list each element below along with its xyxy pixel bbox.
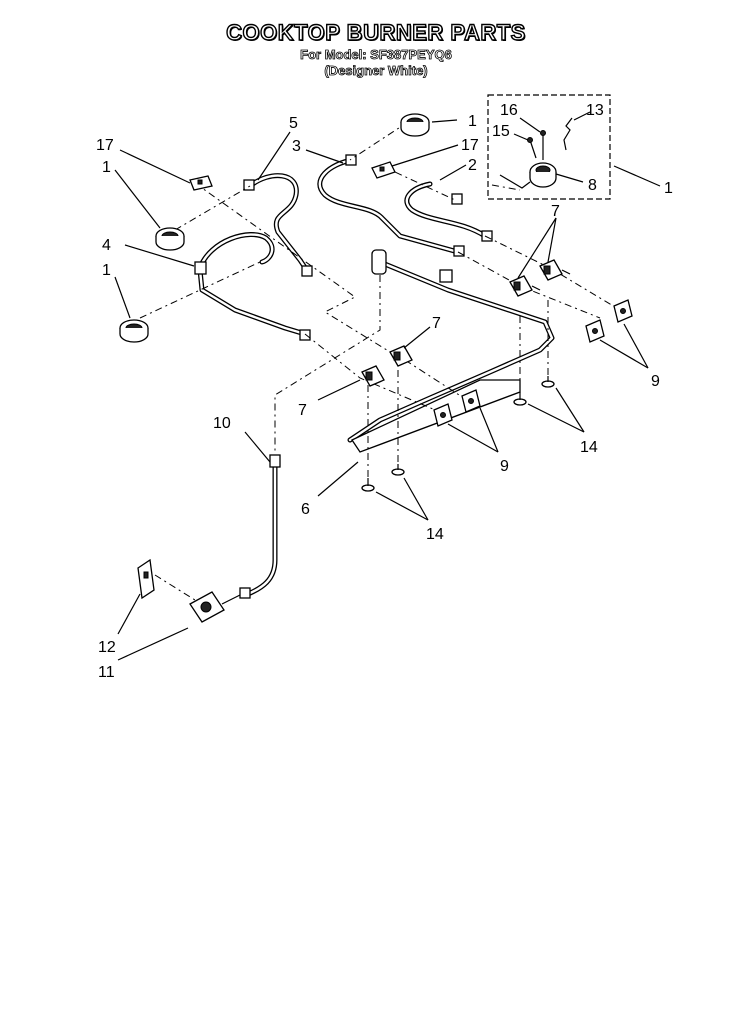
callout-1-c: 1 <box>468 113 477 130</box>
burner-left-bottom <box>119 319 149 343</box>
callout-2: 2 <box>468 157 477 174</box>
callout-6: 6 <box>301 501 310 518</box>
callout-5: 5 <box>289 115 298 132</box>
callout-7-a: 7 <box>551 203 560 220</box>
callout-15: 15 <box>492 123 510 140</box>
valve-7d <box>361 365 385 387</box>
tube-2 <box>404 181 493 242</box>
clip-9d <box>433 403 453 427</box>
callout-16: 16 <box>500 102 518 119</box>
callout-13: 13 <box>586 102 604 119</box>
callout-7-b: 7 <box>432 315 441 332</box>
clip-9c <box>461 389 481 413</box>
valve-11 <box>189 591 241 623</box>
tube-5 <box>243 173 313 277</box>
callout-14-a: 14 <box>580 439 598 456</box>
screws-14 <box>361 376 555 492</box>
callout-9-a: 9 <box>651 373 660 390</box>
clip-9b <box>585 319 605 343</box>
callout-3: 3 <box>292 138 301 155</box>
detail-box <box>487 94 611 200</box>
callout-12: 12 <box>98 639 116 656</box>
burner-right-top <box>400 113 430 137</box>
tube-4 <box>194 232 311 341</box>
callout-1-b: 1 <box>102 262 111 279</box>
callout-labels: 17 1 4 1 5 3 1 17 2 16 15 13 8 1 7 9 7 7… <box>96 102 673 681</box>
bracket-12 <box>137 558 155 600</box>
valve-7c <box>389 345 413 367</box>
model-subtitle: For Model: SF387PEYQ6 <box>300 47 453 63</box>
callout-8: 8 <box>588 177 597 194</box>
bracket-17-left <box>189 175 213 191</box>
color-subtitle: (Designer White) <box>324 63 428 79</box>
callout-11: 11 <box>98 664 115 681</box>
callout-1-d: 1 <box>664 180 673 197</box>
burner-assembly-8 <box>499 117 573 189</box>
callout-7-c: 7 <box>298 402 307 419</box>
callout-10: 10 <box>213 415 231 432</box>
bracket-17-right <box>371 161 396 179</box>
callout-17-left: 17 <box>96 137 114 154</box>
callout-9-b: 9 <box>500 458 509 475</box>
callout-14-b: 14 <box>426 526 444 543</box>
callout-17-right: 17 <box>461 137 479 154</box>
valve-7a <box>509 275 541 297</box>
callout-1-a: 1 <box>102 159 111 176</box>
callout-4: 4 <box>102 237 111 254</box>
tube-3 <box>317 154 465 257</box>
tube-10 <box>239 454 281 599</box>
clip-9a <box>613 299 633 323</box>
page-title: COOKTOP BURNER PARTS <box>225 19 526 45</box>
leader-lines <box>114 111 661 661</box>
valve-7b <box>539 259 571 281</box>
alignment-lines <box>139 121 621 601</box>
burner-left-top <box>155 227 185 251</box>
